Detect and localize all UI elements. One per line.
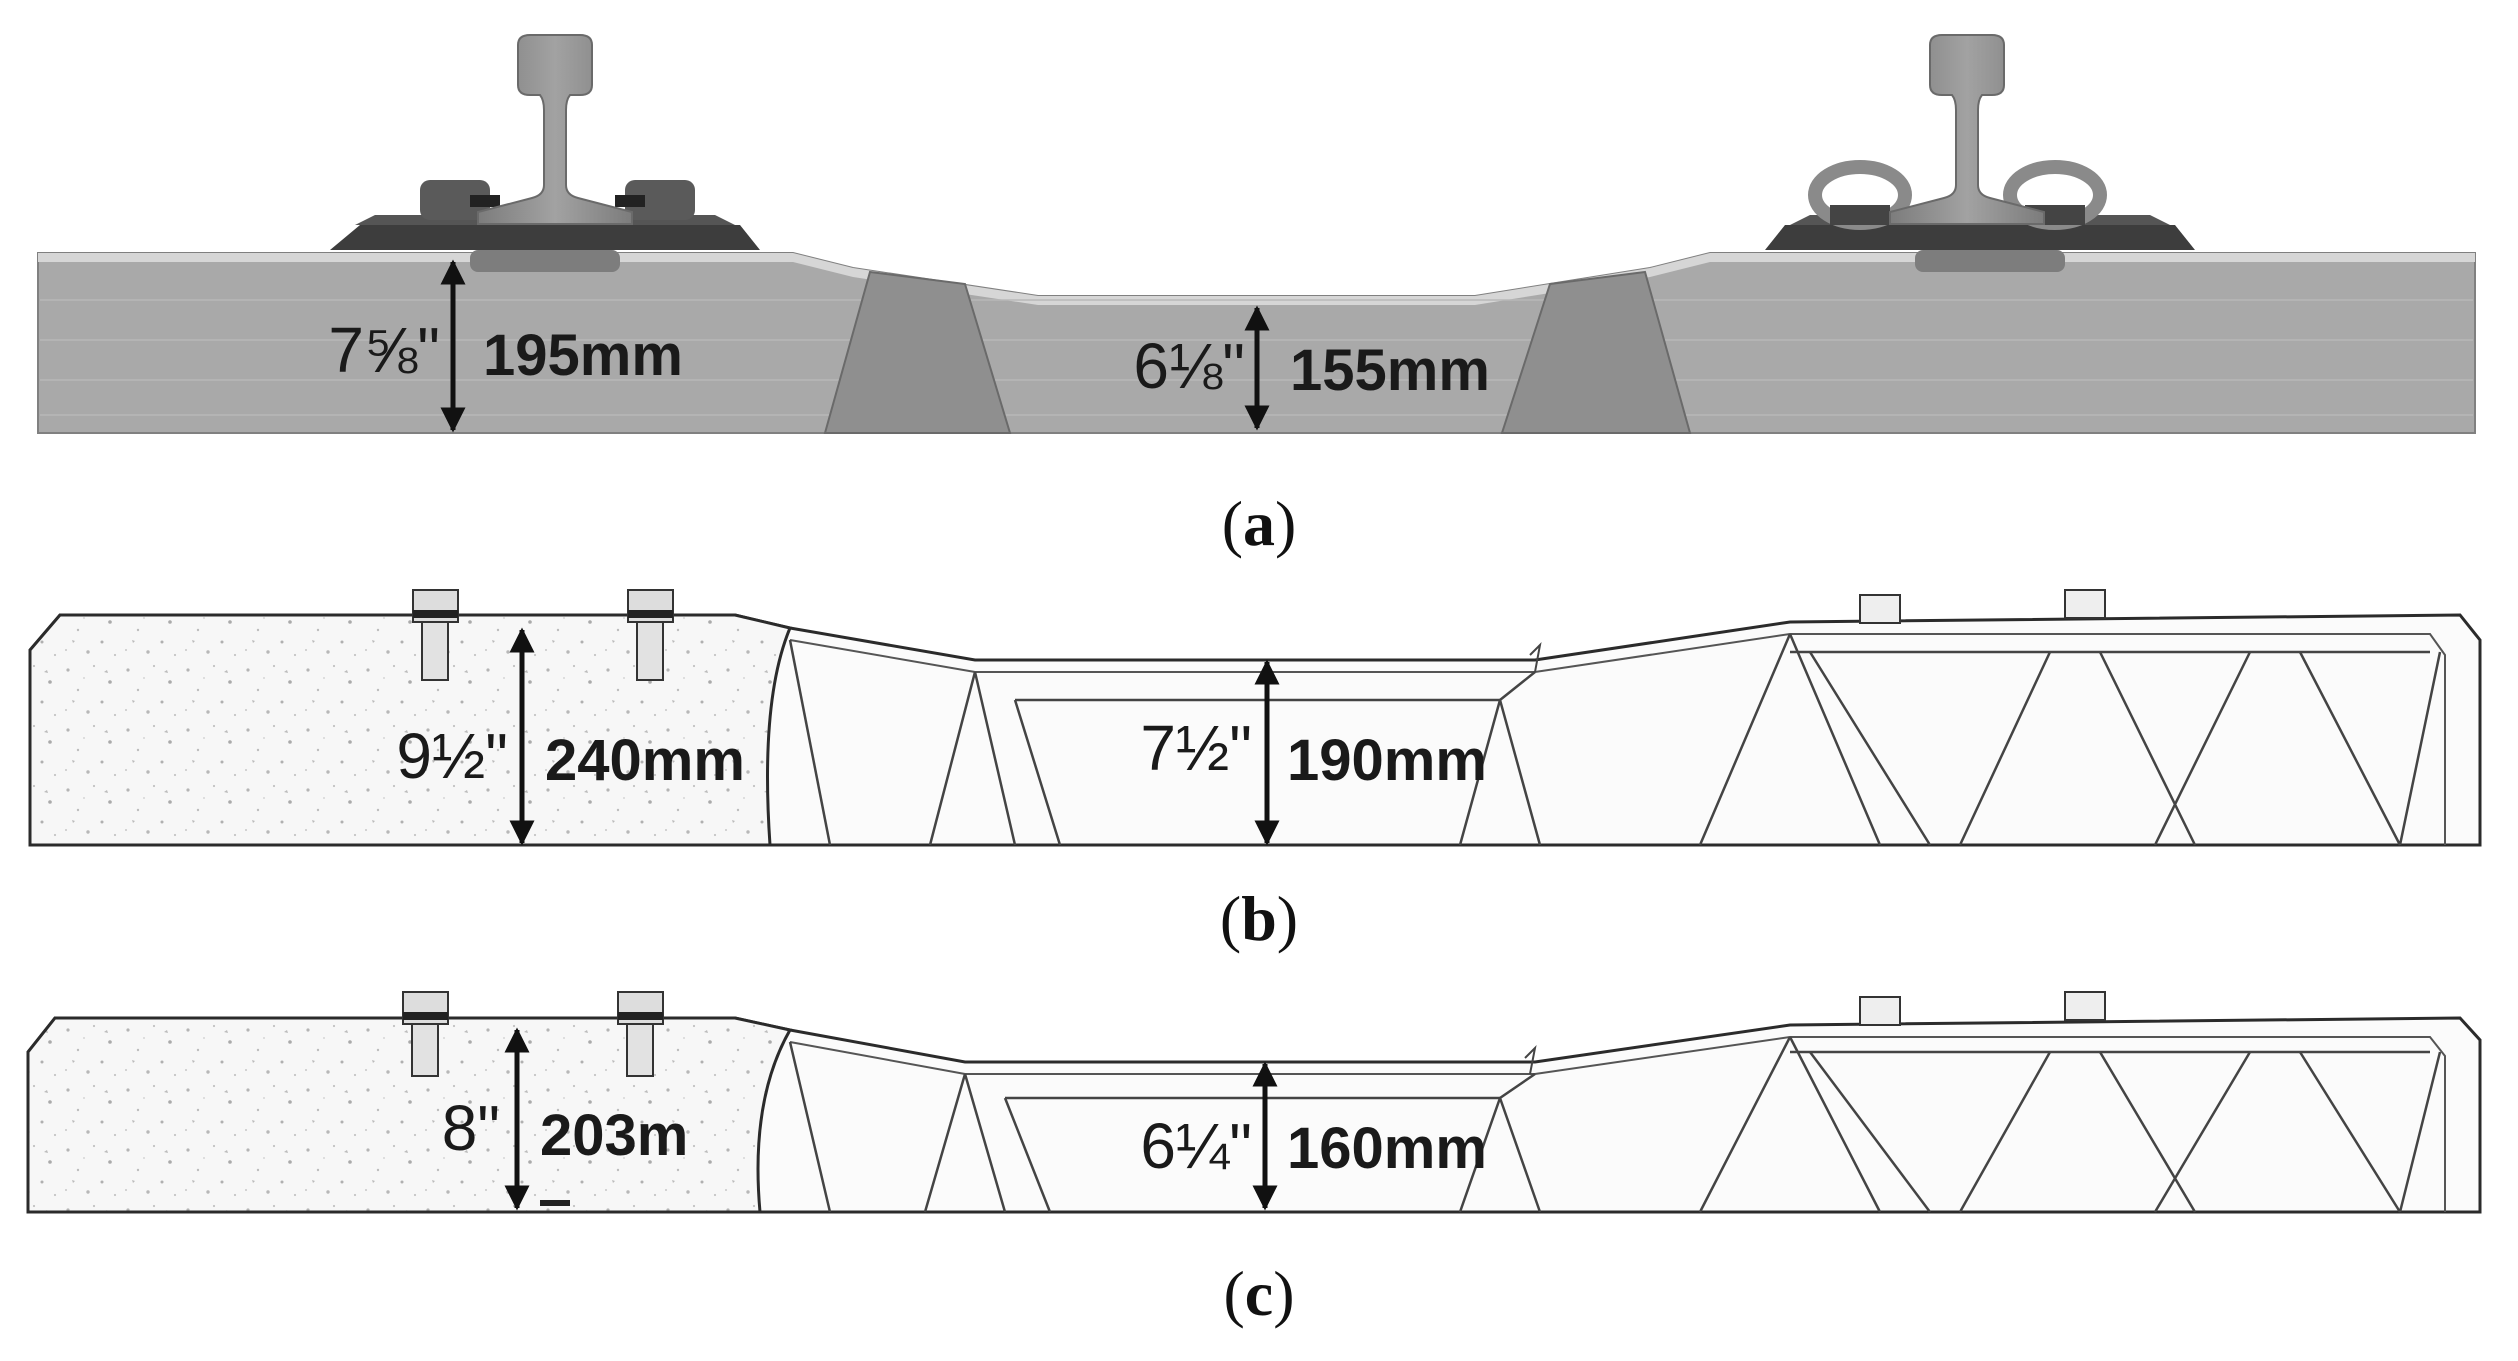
rail-seat-mm-label: 203m bbox=[540, 1103, 688, 1168]
trapezoid-band-right bbox=[1500, 270, 1692, 434]
rail-right bbox=[1889, 34, 2045, 225]
rail-seat-pad-left bbox=[470, 250, 620, 272]
rail-seat-inch-label: 8" bbox=[442, 1092, 500, 1164]
fastener-bolts-left bbox=[412, 589, 674, 681]
rail-left bbox=[477, 34, 633, 225]
rail-seat-inch-label: 9½" bbox=[396, 720, 508, 792]
speckled-end-section bbox=[28, 613, 793, 847]
sleeper-top-edge bbox=[38, 253, 2475, 305]
truss-webs bbox=[788, 633, 2442, 846]
center-inch-label: 7½" bbox=[1140, 712, 1252, 784]
trapezoid-band-left bbox=[823, 270, 1012, 434]
center-inch-label: 6¼" bbox=[1140, 1110, 1252, 1182]
rail-seat-inch-label: 7⅝" bbox=[328, 314, 440, 386]
rail-assembly-right bbox=[1765, 34, 2195, 250]
panel-b-composite-sleeper: 9½" 240mm 7½" 190mm (b) bbox=[28, 589, 2482, 954]
panel-b-caption: (b) bbox=[1220, 883, 1298, 954]
rail-clips-right bbox=[1859, 991, 2106, 1026]
rail-assembly-left bbox=[330, 34, 760, 250]
rail-seat-pad-right bbox=[1915, 250, 2065, 272]
rail-seat-mm-label: 240mm bbox=[545, 728, 745, 793]
center-mm-label: 160mm bbox=[1287, 1116, 1487, 1181]
panel-c-composite-sleeper: 8" 203m 6¼" 160mm (c) bbox=[26, 991, 2482, 1329]
rail-clips-right bbox=[1859, 589, 2106, 624]
rail-seat-mm-label: 195mm bbox=[483, 323, 683, 388]
panel-a-concrete-sleeper: 7⅝" 195mm 6⅛" 155mm (a) bbox=[37, 34, 2476, 559]
panel-a-caption: (a) bbox=[1222, 488, 1297, 559]
center-mm-label: 190mm bbox=[1287, 728, 1487, 793]
speckled-end-section bbox=[26, 1016, 793, 1214]
center-inch-label: 6⅛" bbox=[1133, 330, 1245, 402]
fastener-bolts-left bbox=[402, 991, 664, 1077]
panel-c-caption: (c) bbox=[1223, 1258, 1294, 1329]
center-mm-label: 155mm bbox=[1290, 338, 1490, 403]
